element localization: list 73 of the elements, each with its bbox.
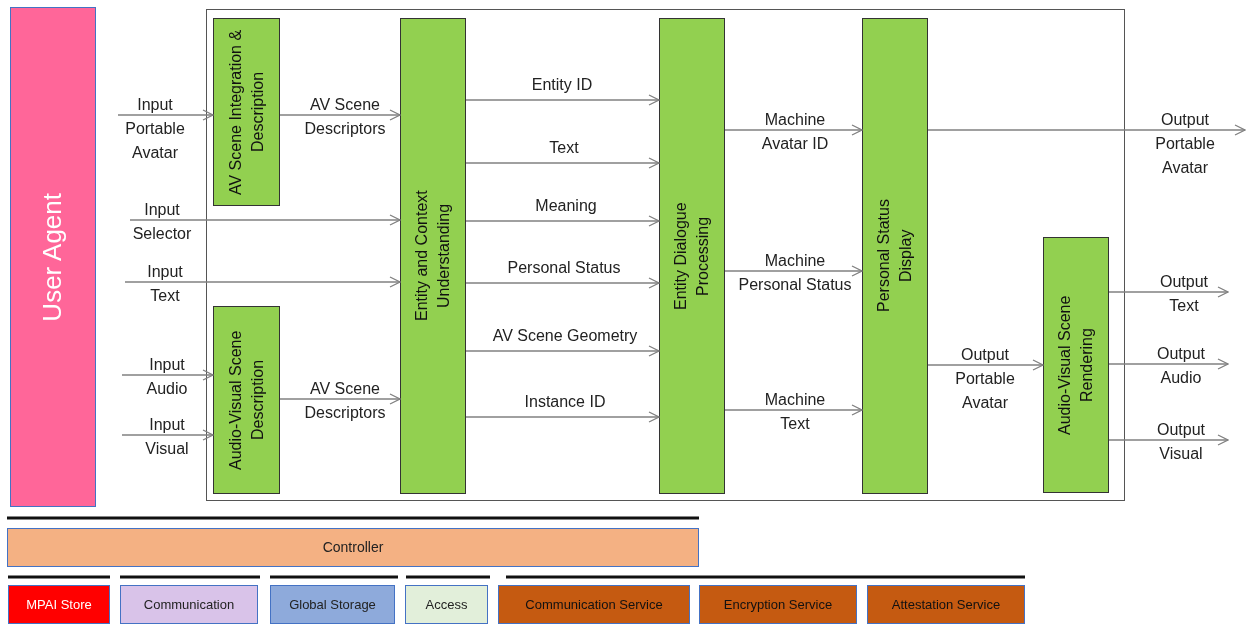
arrow <box>927 359 1044 371</box>
box-label: Communication <box>143 595 235 614</box>
arrow <box>465 157 660 169</box>
module-box <box>400 18 466 494</box>
arrow <box>124 276 401 288</box>
edge-label: AV Scene Descriptors <box>303 379 387 423</box>
arrow <box>465 215 660 227</box>
arrow <box>1108 434 1229 446</box>
edge-label: Machine Personal Status <box>737 251 853 295</box>
edge-label: Instance ID <box>524 392 606 412</box>
service-box <box>8 585 110 624</box>
edge-label: Text <box>549 138 579 158</box>
edge-label: Output Portable Avatar <box>1154 110 1216 178</box>
arrow <box>724 124 863 136</box>
edge-label: Input Visual <box>144 415 190 459</box>
arrow <box>465 94 660 106</box>
service-box <box>270 585 395 624</box>
edge-label: Input Audio <box>145 355 189 399</box>
arrow <box>927 124 1246 136</box>
box-label: Attestation Service <box>891 595 1001 614</box>
module-title: Entity and Context Understanding <box>412 189 453 324</box>
arrow <box>279 393 401 405</box>
module-box <box>1043 237 1109 493</box>
arrow <box>465 345 660 357</box>
arrow <box>279 109 401 121</box>
service-box <box>405 585 488 624</box>
arrow <box>1108 358 1229 370</box>
workflow-frame <box>206 9 1125 501</box>
module-title: Audio-Visual Scene Rendering <box>1055 294 1096 437</box>
module-box <box>862 18 928 494</box>
edge-label: AV Scene Geometry <box>492 326 638 346</box>
user-agent-box <box>10 7 96 507</box>
edge-label: Machine Avatar ID <box>760 110 830 154</box>
arrow <box>724 404 863 416</box>
edge-label: Input Selector <box>131 200 193 244</box>
module-title: Entity Dialogue Processing <box>671 201 712 312</box>
service-box <box>867 585 1025 624</box>
edge-label: Meaning <box>535 196 597 216</box>
edge-label: AV Scene Descriptors <box>303 95 387 139</box>
arrow <box>129 214 401 226</box>
module-title: User Agent <box>36 192 69 322</box>
arrow <box>465 411 660 423</box>
arrow <box>121 369 214 381</box>
edge-label: Entity ID <box>531 75 593 95</box>
edge-label: Input Portable Avatar <box>124 95 186 163</box>
box-label: Communication Service <box>525 595 663 614</box>
arrow <box>1108 286 1229 298</box>
box-label: Controller <box>322 538 384 557</box>
edge-label: Output Audio <box>1156 344 1206 388</box>
module-box <box>213 306 280 494</box>
edge-label: Machine Text <box>763 390 827 434</box>
edge-label: Output Portable Avatar <box>954 345 1016 413</box>
module-box <box>659 18 725 494</box>
box-label: MPAI Store <box>26 595 92 614</box>
module-box <box>213 18 280 206</box>
controller-bar <box>7 528 699 567</box>
arrow <box>121 429 214 441</box>
edge-label: Output Text <box>1159 272 1209 316</box>
module-title: Personal Status Display <box>874 198 915 315</box>
edge-label: Output Visual <box>1156 420 1206 464</box>
edge-label: Input Text <box>146 262 184 306</box>
service-box <box>699 585 857 624</box>
arrow <box>465 277 660 289</box>
box-label: Global Storage <box>289 595 376 614</box>
service-box <box>120 585 258 624</box>
arrow <box>724 265 863 277</box>
service-box <box>498 585 690 624</box>
box-label: Encryption Service <box>723 595 833 614</box>
module-title: AV Scene Integration & Description <box>225 28 267 196</box>
box-label: Access <box>425 595 468 614</box>
edge-label: Personal Status <box>507 258 621 278</box>
module-title: Audio-Visual Scene Description <box>225 329 267 472</box>
arrow <box>117 109 214 121</box>
